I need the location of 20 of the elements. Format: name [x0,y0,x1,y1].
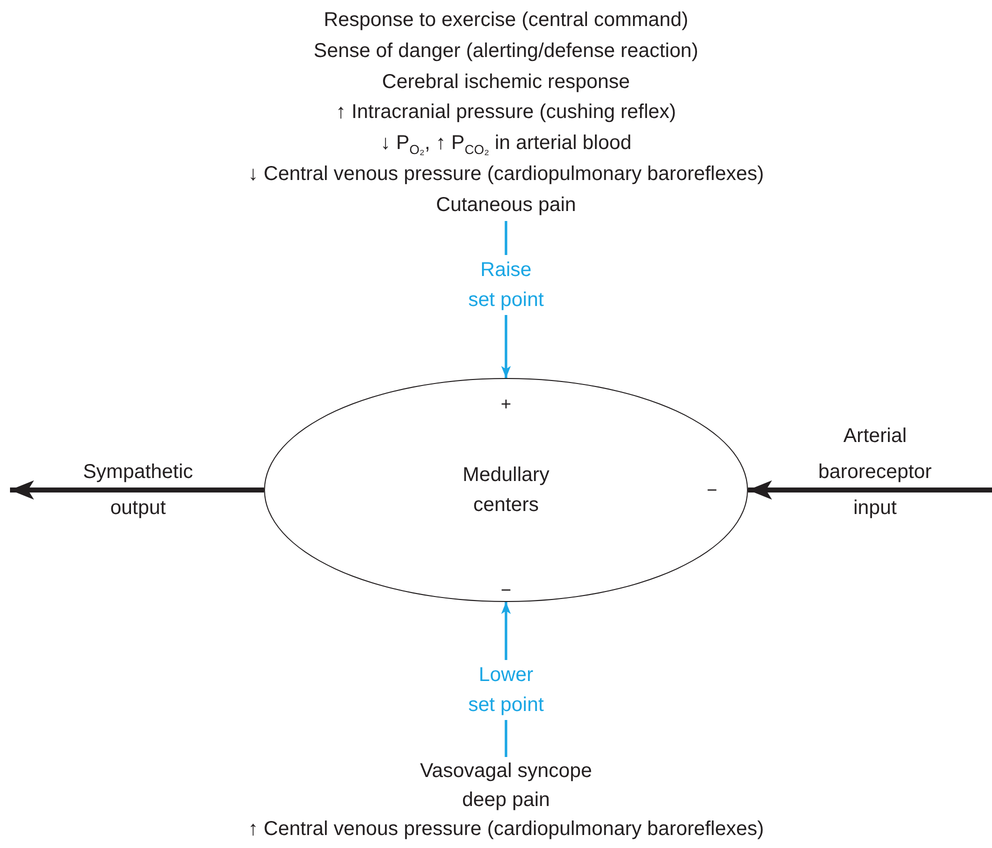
minus-sign: − [500,580,512,600]
edge-label: Lower set point [466,660,546,720]
condition-text: Sense of danger (alerting/defense reaction) [314,38,698,64]
condition-text: Cerebral ischemic response [382,70,630,95]
arrow [10,480,264,500]
edge-label: Arterial baroreceptor input [817,424,933,521]
condition-text: ↑ Central venous pressure (cardiopulmonary baroreflexes) [248,817,764,842]
condition-text: Response to exercise (central command) [324,8,688,33]
edge-label: Raise set point [466,255,546,315]
condition-text: Cutaneous pain [436,192,576,218]
edge-label: Sympathetic output [82,460,194,521]
condition-text: deep pain [462,788,550,813]
arrow [748,480,992,500]
condition-text: Vasovagal syncope [420,759,592,784]
condition-text: ↓ P$_{O₂}$, ↑ P$_{CO₂}$ in arterial blood [380,131,632,159]
plus-sign: + [500,394,512,414]
condition-text: ↓ Central venous pressure (cardiopulmonary baroreflexes) [248,162,764,187]
condition-text: ↑ Intracranial pressure (cushing reflex) [336,100,676,126]
node-label: Medullary centers [462,463,550,518]
minus-sign: − [706,480,718,500]
